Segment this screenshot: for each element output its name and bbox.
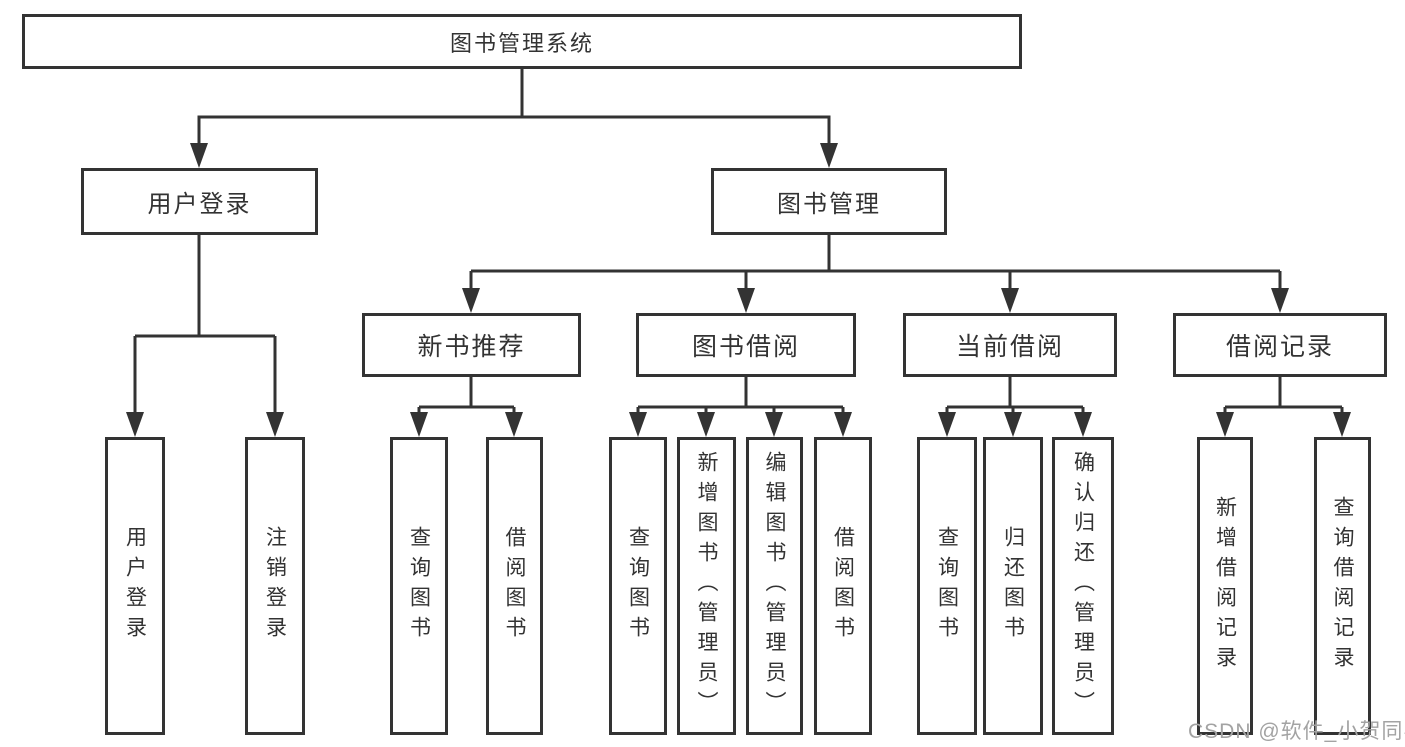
leaf-query-book-current: 查询图书	[917, 437, 977, 735]
leaf-query-book-borrow: 查询图书	[609, 437, 667, 735]
leaf-query-book-recommend: 查询图书	[390, 437, 448, 735]
leaf-query-borrow-record: 查询借阅记录	[1314, 437, 1371, 735]
node-borrow-record: 借阅记录	[1173, 313, 1387, 377]
leaf-add-book-admin: 新增图书（管理员）	[677, 437, 736, 735]
csdn-watermark: CSDN @软件_小贺同学	[1188, 720, 1405, 743]
leaf-borrow-book-recommend: 借阅图书	[486, 437, 543, 735]
node-user-login: 用户登录	[81, 168, 318, 235]
node-book-borrow: 图书借阅	[636, 313, 856, 377]
leaf-logout: 注销登录	[245, 437, 305, 735]
leaf-borrow-book: 借阅图书	[814, 437, 872, 735]
leaf-add-borrow-record: 新增借阅记录	[1197, 437, 1253, 735]
leaf-return-book: 归还图书	[983, 437, 1043, 735]
node-book-management: 图书管理	[711, 168, 947, 235]
node-library-management-system: 图书管理系统	[22, 14, 1022, 69]
arrowheads	[126, 143, 1351, 437]
leaf-user-login: 用户登录	[105, 437, 165, 735]
leaf-edit-book-admin: 编辑图书（管理员）	[746, 437, 803, 735]
node-current-borrow: 当前借阅	[903, 313, 1117, 377]
leaf-confirm-return-admin: 确认归还（管理员）	[1052, 437, 1114, 735]
node-new-book-recommend: 新书推荐	[362, 313, 581, 377]
